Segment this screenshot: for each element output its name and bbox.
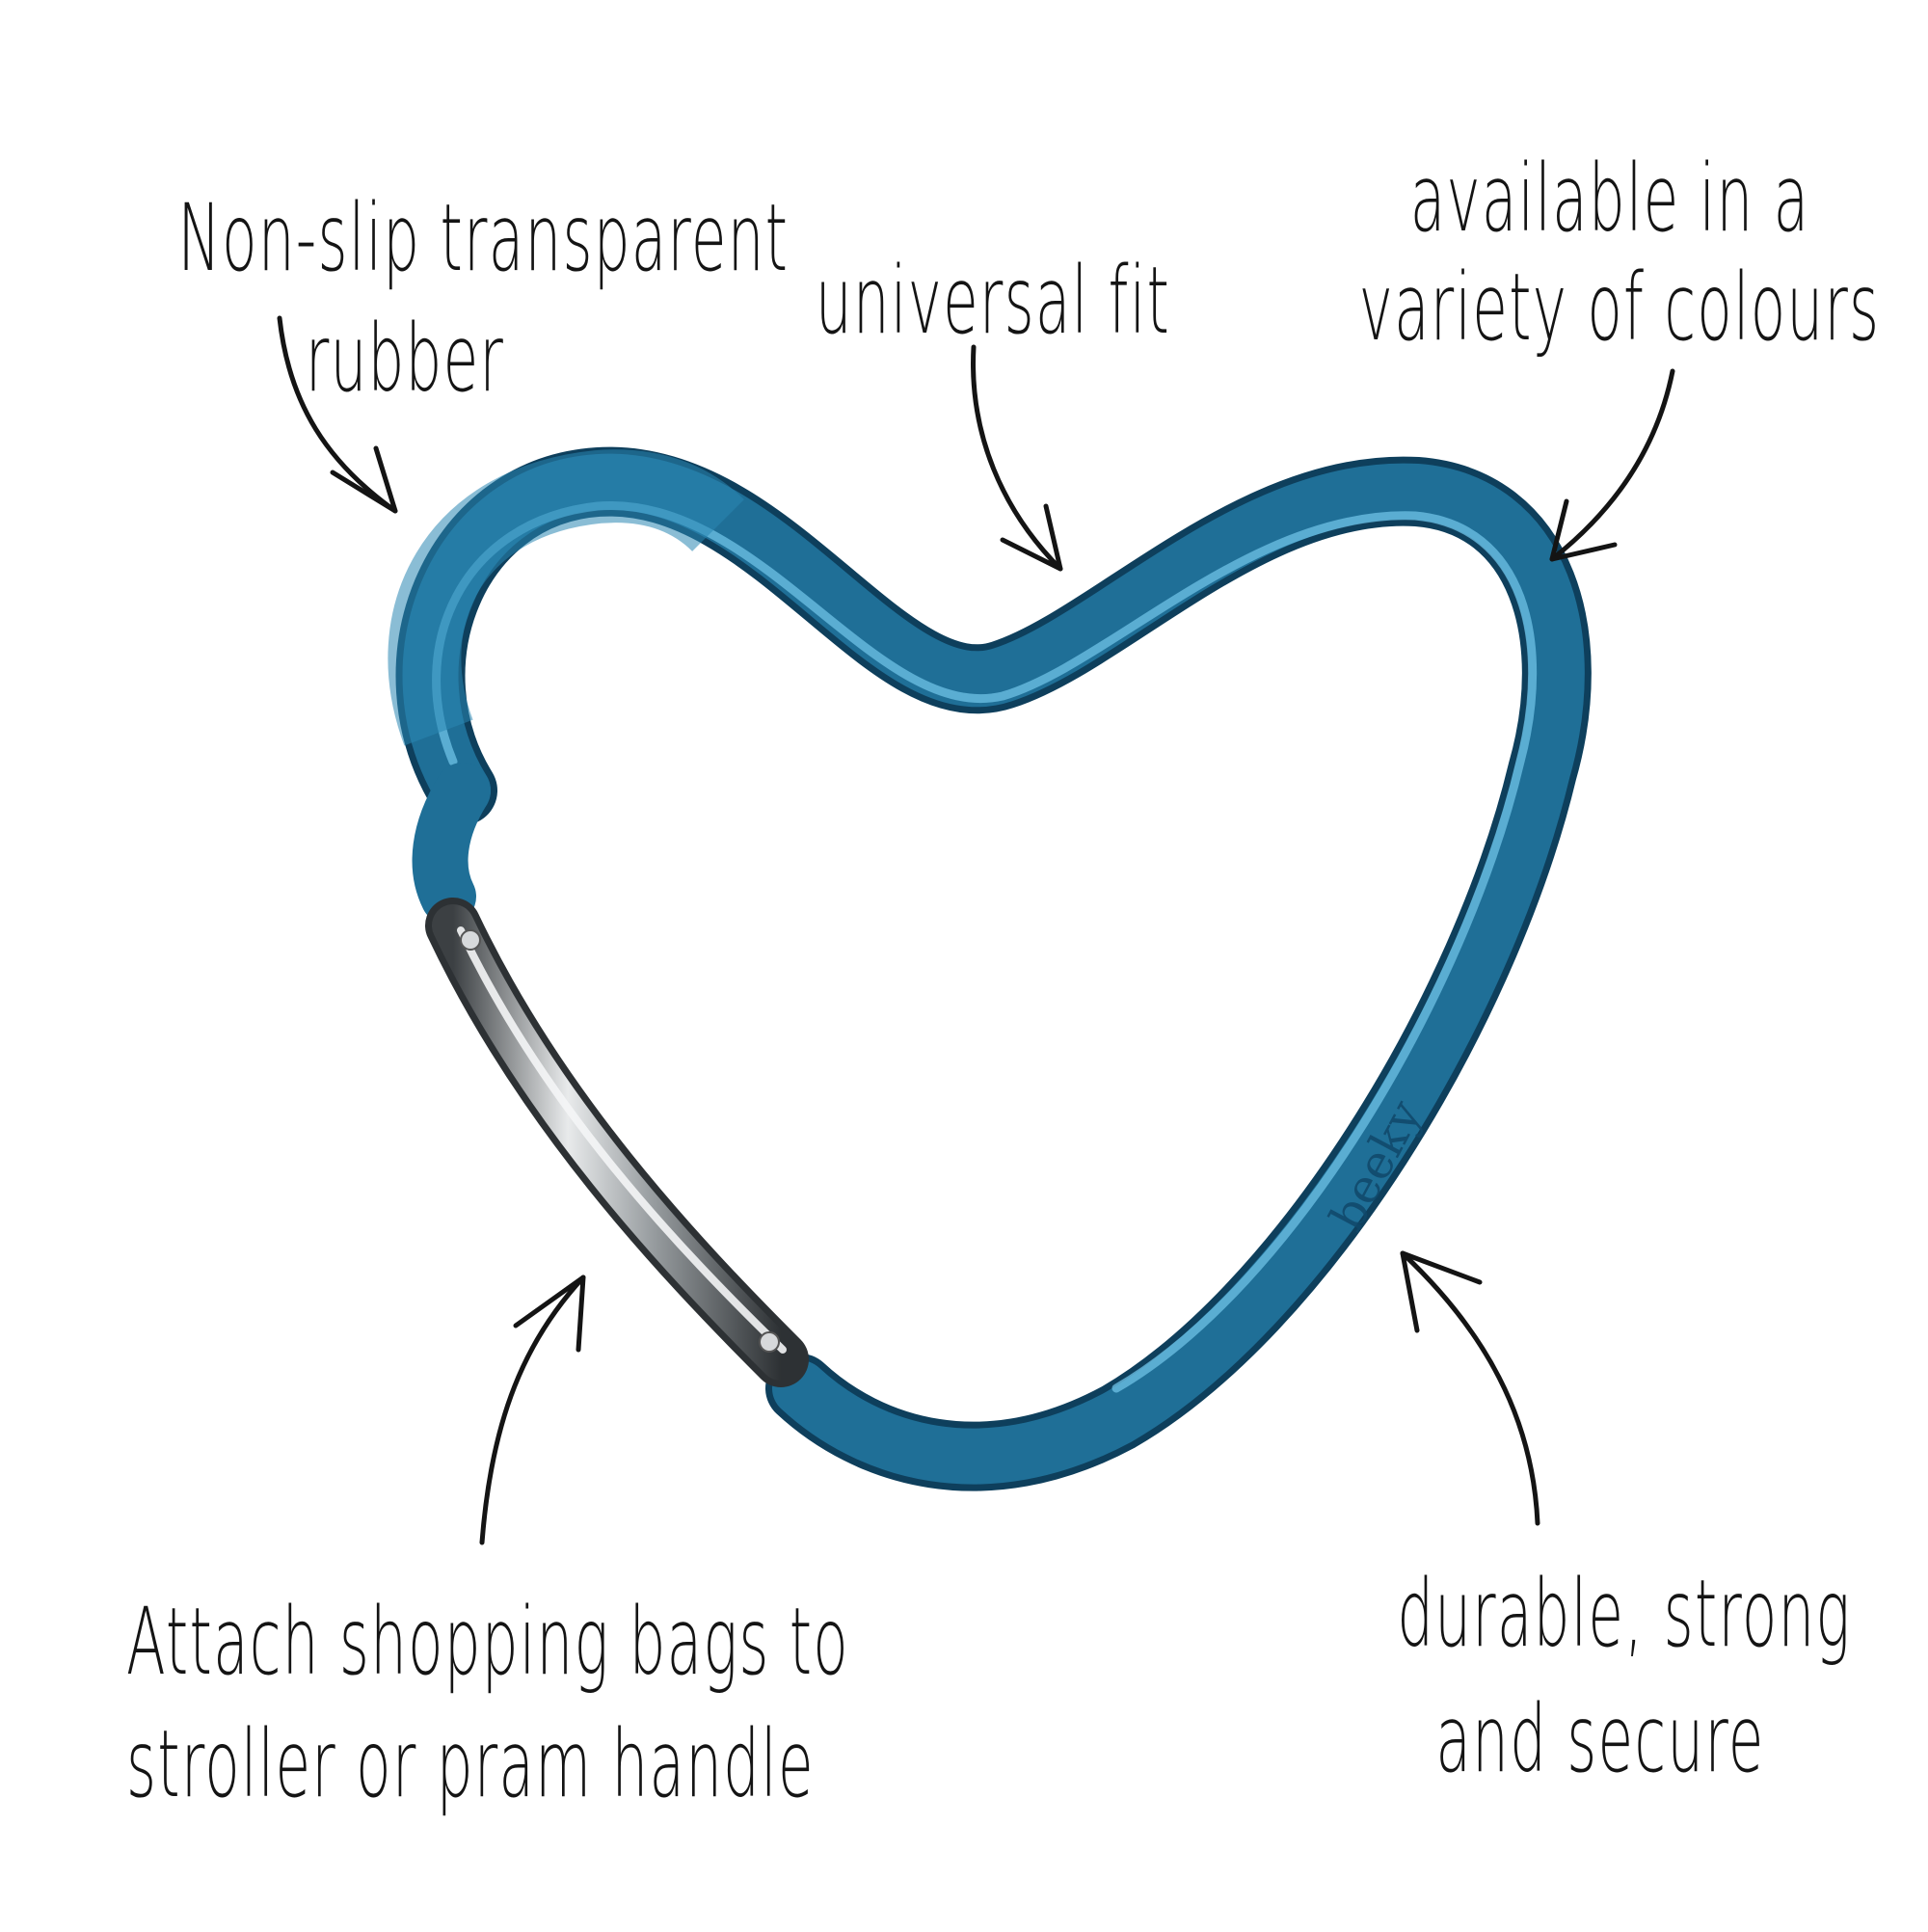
arrow-to-colours-icon	[1549, 368, 1675, 562]
callout-colours: available in a variety of colours	[1358, 145, 1881, 363]
arrow-to-gate-icon	[479, 1275, 586, 1545]
callout-durable-line2: and secure	[1435, 1684, 1765, 1793]
callout-rubber-line2: rubber	[305, 304, 505, 413]
heart-carabiner: beeky	[388, 446, 1592, 1491]
callout-universal-fit: universal fit	[772, 241, 1215, 362]
callout-attach-line2: stroller or pram handle	[126, 1709, 815, 1818]
gate-rivet-bottom	[759, 1331, 780, 1353]
callout-durable-line1: durable, strong	[1397, 1560, 1852, 1668]
spring-gate-shine	[457, 926, 787, 1354]
callout-durable: durable, strong and secure	[1397, 1552, 1852, 1802]
heart-left-leg	[412, 763, 491, 925]
callout-attach-bags: Attach shopping bags to stroller or pram…	[126, 1581, 849, 1825]
arrow-to-rubber-icon	[277, 315, 398, 514]
callout-attach-line1: Attach shopping bags to	[126, 1588, 849, 1696]
spring-gate-face	[432, 904, 802, 1381]
callout-colours-line2: variety of colours	[1358, 254, 1881, 362]
arrow-to-body-icon	[1400, 1250, 1540, 1526]
heart-frame-highlight	[432, 501, 1538, 1393]
callout-fit-line1: universal fit	[815, 247, 1171, 355]
callout-non-slip-rubber: Non-slip transparent rubber	[177, 178, 790, 419]
callout-colours-line1: available in a	[1409, 145, 1810, 253]
arrow-to-fit-icon	[971, 344, 1063, 572]
gate-rivet-top	[460, 929, 481, 951]
heart-frame	[402, 453, 1585, 1485]
callout-rubber-line1: Non-slip transparent	[177, 184, 790, 292]
rubber-sleeve	[388, 449, 744, 746]
heart-frame-shadow	[395, 446, 1592, 1491]
